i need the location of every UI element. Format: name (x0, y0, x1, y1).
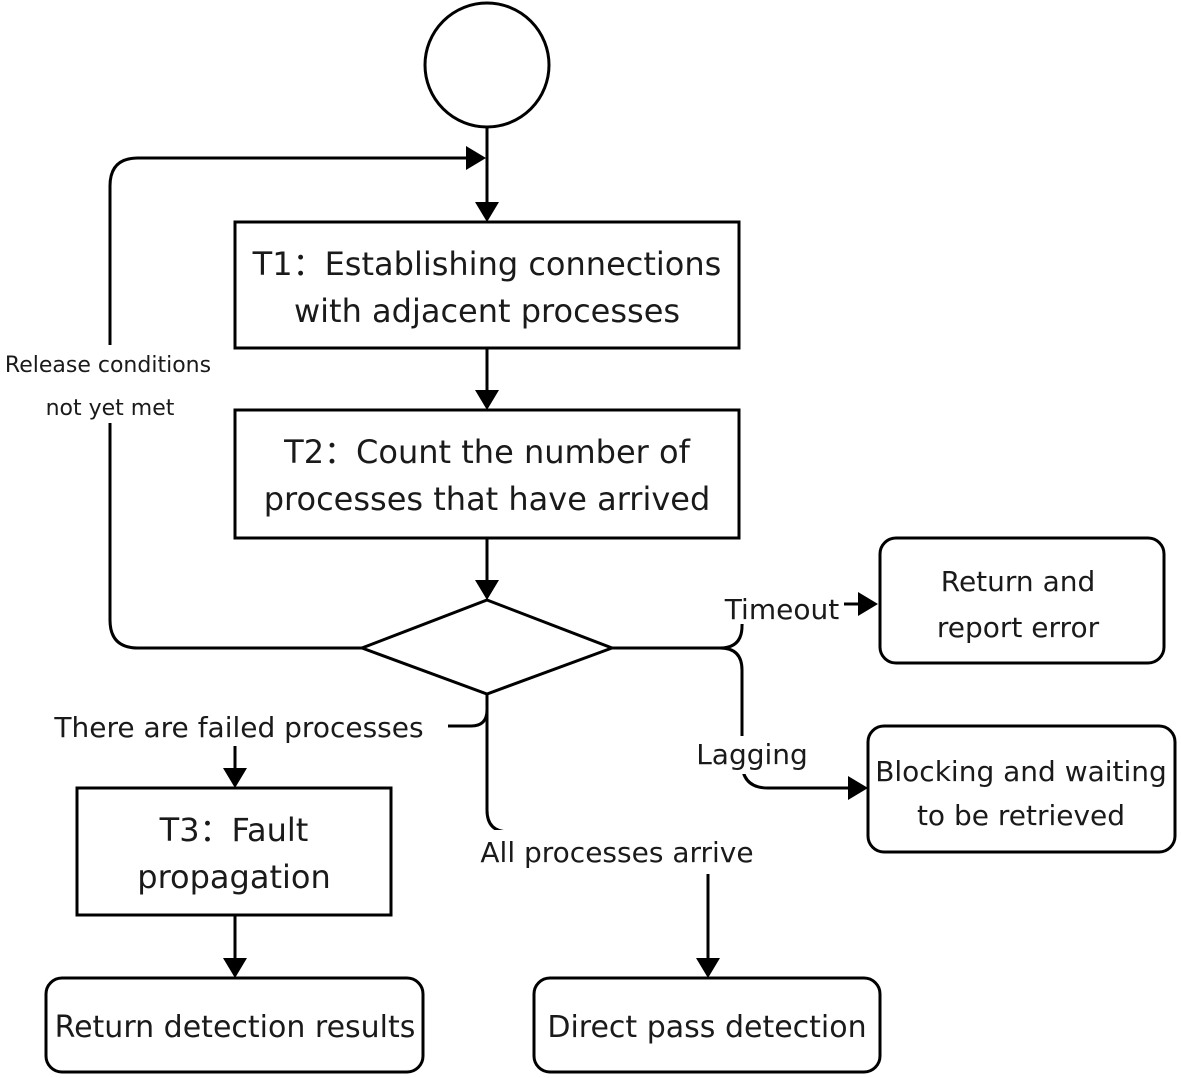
node-return-results (44, 976, 425, 1074)
arrowhead-lagging (848, 776, 868, 800)
lagging-label-bg (690, 736, 816, 774)
node-t1 (233, 220, 741, 350)
node-t3 (75, 786, 393, 917)
start-node (423, 1, 551, 129)
node-return-results-label: Return detection results (55, 1010, 416, 1045)
node-t2-line1: T2：Count the number of (283, 433, 690, 471)
node-blocking-line1: Blocking and waiting (875, 755, 1167, 788)
node-t3-line2: propagation (137, 858, 330, 896)
arrowhead-results (223, 958, 247, 978)
node-return-error-line2: report error (937, 611, 1100, 644)
node-direct-pass-label: Direct pass detection (547, 1010, 866, 1045)
node-blocking-line2: to be retrieved (917, 799, 1125, 832)
arrowhead-direct-pass (696, 958, 720, 978)
node-return-error (878, 536, 1166, 665)
decision-node (357, 598, 617, 696)
arrowhead-loop (466, 146, 486, 170)
label-timeout: Timeout (724, 593, 839, 626)
timeout-label-bg (718, 588, 844, 624)
label-all-arrive: All processes arrive (480, 836, 753, 869)
node-blocking (866, 724, 1177, 854)
arrowhead-t2 (475, 390, 499, 410)
node-return-error-line1: Return and (941, 565, 1096, 598)
arrowhead-t3 (223, 768, 247, 788)
label-release-line2: not yet met (46, 396, 175, 421)
release-label-bg (0, 345, 218, 423)
arrowhead-decision (475, 580, 499, 600)
node-t2 (233, 408, 741, 540)
node-t3-line1: T3：Fault (159, 811, 309, 849)
edge-failed (445, 694, 489, 728)
edge-all-arrive (485, 694, 520, 834)
all-arrive-label-bg (462, 830, 774, 872)
node-t1-line2: with adjacent processes (294, 292, 680, 330)
failed-label-bg (30, 706, 448, 746)
node-direct-pass (532, 976, 882, 1074)
arrowhead-t1 (475, 202, 499, 222)
label-failed: There are failed processes (53, 711, 423, 744)
arrowhead-timeout (858, 592, 878, 616)
label-lagging: Lagging (696, 738, 808, 771)
label-release-line1: Release conditions (5, 353, 211, 378)
node-t2-line2: processes that have arrived (264, 480, 711, 518)
node-t1-line1: T1：Establishing connections (252, 245, 722, 283)
